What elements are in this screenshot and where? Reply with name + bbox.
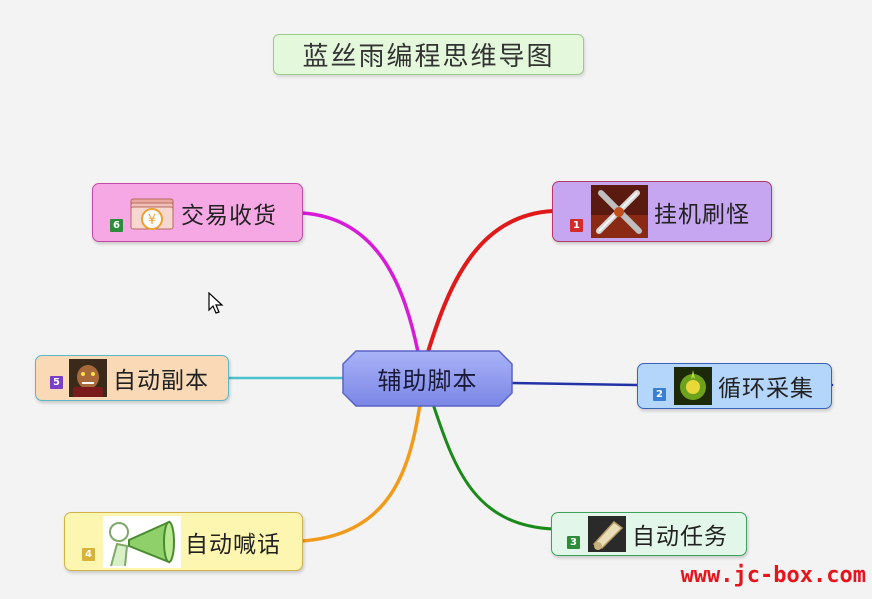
topic-node-5[interactable]: 5 自动副本 [35,355,229,401]
branch-line-6 [300,211,420,354]
priority-badge-4: 4 [82,548,95,561]
svg-text:¥: ¥ [148,213,156,228]
crossed-blades-icon [591,185,648,238]
scroll-icon [588,516,626,552]
topic-label-1: 挂机刷怪 [654,201,750,228]
topic-label-2: 循环采集 [718,376,814,402]
topic-label-4: 自动喊话 [185,531,281,558]
green-glow-icon [674,367,712,405]
topic-label-5: 自动副本 [113,368,209,394]
topic-label-6: 交易收货 [181,202,277,229]
money-icon: ¥ [130,198,174,230]
branch-line-4 [300,402,422,543]
priority-badge-6: 6 [110,219,123,232]
mouse-cursor-icon [208,292,224,314]
watermark: www.jc-box.com [680,563,866,588]
megaphone-icon [103,515,181,568]
priority-badge-5: 5 [50,375,63,389]
map-title-box[interactable]: 蓝丝雨编程思维导图 [273,34,584,75]
central-topic-shape [342,350,513,407]
priority-badge-3: 3 [567,536,580,549]
branch-line-3 [431,402,555,531]
priority-badge-2: 2 [653,387,666,401]
topic-node-1[interactable]: 1 挂机刷怪 [552,181,772,242]
topic-label-3: 自动任务 [632,524,728,550]
topic-node-4[interactable]: 4 自动喊话 [64,512,303,571]
topic-node-6[interactable]: 6 ¥ 交易收货 [92,183,303,242]
topic-node-2[interactable]: 2 循环采集 [637,363,832,409]
branch-line-1 [426,209,555,354]
central-topic[interactable]: 辅助脚本 [342,350,513,407]
orc-warrior-icon [69,359,107,397]
priority-badge-1: 1 [570,219,583,232]
central-topic-label: 辅助脚本 [377,367,478,395]
map-title: 蓝丝雨编程思维导图 [302,42,555,72]
topic-node-3[interactable]: 3 自动任务 [551,512,747,556]
